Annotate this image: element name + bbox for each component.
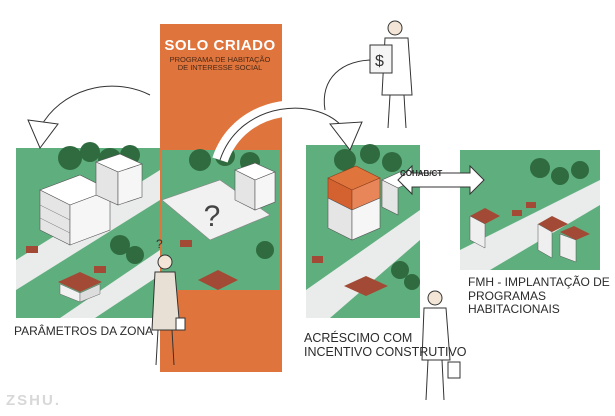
arrowhead-right xyxy=(329,121,363,151)
building-center xyxy=(234,162,276,211)
fmh-label-line2: PROGRAMAS HABITACIONAIS xyxy=(468,289,560,316)
program-subtitle: PROGRAMA DE HABITAÇÃO DE INTERESSE SOCIA… xyxy=(160,56,280,72)
program-subtitle-line1: PROGRAMA DE HABITAÇÃO xyxy=(169,55,271,64)
small-question-icon: ? xyxy=(156,237,163,251)
arrowhead-left xyxy=(27,119,59,149)
fmh-label-line1: FMH - IMPLANTAÇÃO DE xyxy=(468,275,610,289)
dollar-icon: $ xyxy=(375,53,384,70)
businessman-figure-right xyxy=(421,290,461,401)
small-house-added xyxy=(312,256,323,263)
added-incentive-label-line1: ACRÉSCIMO COM xyxy=(304,331,413,345)
watermark: ZSHU. xyxy=(6,392,61,409)
house-center xyxy=(198,270,238,290)
money-figure-top: $ xyxy=(369,20,413,129)
added-incentive-label-line2: INCENTIVO CONSTRUTIVO xyxy=(304,345,467,359)
house-added xyxy=(344,276,388,296)
question-mark-icon: ? xyxy=(204,200,221,233)
panel-fmh xyxy=(460,150,600,270)
tree-cluster-3 xyxy=(334,144,420,290)
tall-building-zone xyxy=(39,153,143,246)
program-subtitle-line2: DE INTERESSE SOCIAL xyxy=(177,62,263,72)
panel-zone-parameters xyxy=(16,142,160,318)
small-house-center xyxy=(180,240,192,247)
cohab-arrow-label: COHAB/CT xyxy=(400,169,443,178)
panel-solo-criado: ? xyxy=(161,146,280,290)
house-zone xyxy=(26,246,106,303)
tree-cluster-4 xyxy=(530,158,589,185)
businessman-figure-left xyxy=(151,254,186,366)
double-arrow-cohab xyxy=(397,164,485,196)
social-housing-buildings xyxy=(469,202,590,263)
zone-parameters-label: PARÂMETROS DA ZONA xyxy=(14,324,154,338)
program-title: SOLO CRIADO xyxy=(164,37,276,54)
